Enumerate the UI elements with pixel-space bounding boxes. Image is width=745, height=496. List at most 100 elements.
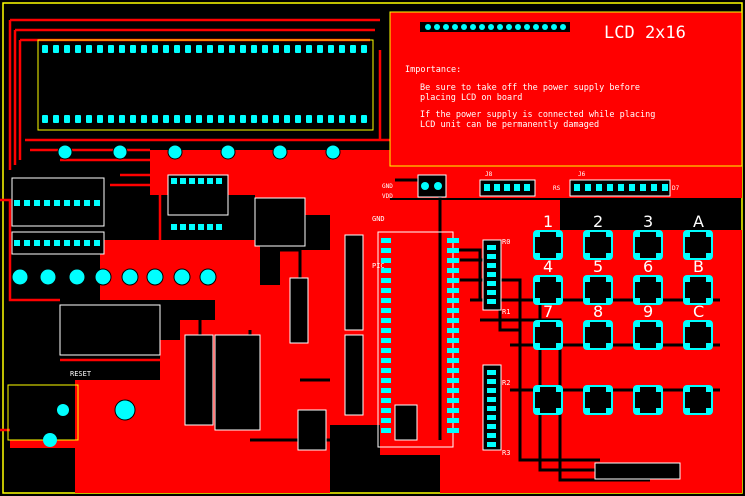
- keypad-pad: [584, 231, 590, 237]
- keypad-pad: [634, 253, 640, 259]
- pic-pin-pad: [381, 338, 391, 343]
- display-pad: [185, 45, 191, 53]
- pic-pin-pad: [447, 368, 459, 373]
- resistor-pad: [171, 178, 177, 184]
- keypad-button: [633, 320, 663, 350]
- keypad-pad: [534, 343, 540, 349]
- connector-pad: [596, 184, 602, 191]
- keypad-pad: [656, 343, 662, 349]
- keypad-pad: [556, 253, 562, 259]
- keypad-pad: [584, 408, 590, 414]
- ic-driver: [254, 197, 306, 247]
- keypad-button: [583, 275, 613, 305]
- jack-pad: [43, 433, 57, 447]
- connector-bottom: [594, 462, 681, 480]
- reset-label: RESET: [70, 370, 92, 378]
- header-strip-1: [344, 234, 364, 331]
- header-pad: [487, 433, 496, 438]
- keypad-pad: [684, 253, 690, 259]
- resistor-pad: [94, 240, 100, 246]
- display-pad: [262, 45, 268, 53]
- reset-resistors: [59, 304, 161, 356]
- display-pad: [295, 115, 301, 123]
- display-pad: [119, 45, 125, 53]
- keypad-pad: [606, 343, 612, 349]
- display-pad: [64, 115, 70, 123]
- pic-pin-pad: [381, 388, 391, 393]
- j8-label: J8: [485, 171, 493, 178]
- keypad-pad: [684, 321, 690, 327]
- display-pad: [339, 115, 345, 123]
- display-pad: [262, 115, 268, 123]
- resistor-pad: [198, 224, 204, 230]
- display-pad: [361, 45, 367, 53]
- header-pad: [487, 379, 496, 384]
- keypad-pad: [634, 343, 640, 349]
- display-pad: [196, 115, 202, 123]
- pic-pin-pad: [447, 398, 459, 403]
- keypad-pad: [584, 276, 590, 282]
- note-line-1: Be sure to take off the power supply bef…: [420, 83, 640, 93]
- keypad-label: 1: [543, 212, 553, 231]
- keypad-label: 8: [593, 302, 603, 321]
- display-pad: [328, 45, 334, 53]
- keypad-pad: [556, 298, 562, 304]
- pic-pin-pad: [447, 358, 459, 363]
- right-header-pads: [487, 245, 496, 447]
- display-pad: [218, 115, 224, 123]
- power-pad-1: [421, 182, 429, 190]
- pic-pin-pad: [447, 288, 459, 293]
- keypad-pad: [584, 298, 590, 304]
- pic-pin-pad: [447, 248, 459, 253]
- keypad-pad: [706, 321, 712, 327]
- resistor-pad: [14, 240, 20, 246]
- keypad-pad: [706, 253, 712, 259]
- display-pad: [53, 115, 59, 123]
- display-pad: [273, 45, 279, 53]
- resistor-pad: [54, 240, 60, 246]
- pic-pin-pad: [447, 338, 459, 343]
- resistor-pad: [64, 200, 70, 206]
- display-pad: [141, 45, 147, 53]
- keypad-pad: [584, 386, 590, 392]
- connector-pad: [494, 184, 500, 191]
- pic-pin-pad: [381, 398, 391, 403]
- display-pad: [152, 115, 158, 123]
- pic-label: PIC: [372, 262, 385, 270]
- keypad-pad: [606, 253, 612, 259]
- r0-label: R0: [502, 238, 510, 246]
- display-pad: [163, 115, 169, 123]
- display-pad: [350, 45, 356, 53]
- pic-pin-pad: [381, 258, 391, 263]
- keypad-pad: [656, 408, 662, 414]
- resistor-pad: [94, 200, 100, 206]
- keypad-pad: [656, 231, 662, 237]
- display-pad: [196, 45, 202, 53]
- header-pad: [487, 442, 496, 447]
- pic-pin-pad: [447, 328, 459, 333]
- header-pad: [487, 245, 496, 250]
- keypad-pad: [706, 343, 712, 349]
- display-transistors: [57, 144, 341, 160]
- keypad-pad: [706, 386, 712, 392]
- resistor-pad: [198, 178, 204, 184]
- note-line-3: If the power supply is connected while p…: [420, 110, 655, 120]
- header-strip-2: [344, 334, 364, 416]
- keypad-pad: [684, 343, 690, 349]
- resistor-pad: [34, 240, 40, 246]
- display-pad: [339, 45, 345, 53]
- crystal: [394, 404, 418, 441]
- keypad-button: [533, 230, 563, 260]
- keypad-pad: [534, 253, 540, 259]
- pic-pin-pad: [381, 328, 391, 333]
- display-pad: [119, 115, 125, 123]
- pic-pin-pad: [447, 308, 459, 313]
- display-pad-rows: [42, 45, 367, 123]
- header-pad: [487, 397, 496, 402]
- display-pad: [251, 115, 257, 123]
- display-pad: [174, 45, 180, 53]
- resistor-pad: [189, 224, 195, 230]
- header-pad: [487, 299, 496, 304]
- connector-pad: [504, 184, 510, 191]
- header-pad: [487, 370, 496, 375]
